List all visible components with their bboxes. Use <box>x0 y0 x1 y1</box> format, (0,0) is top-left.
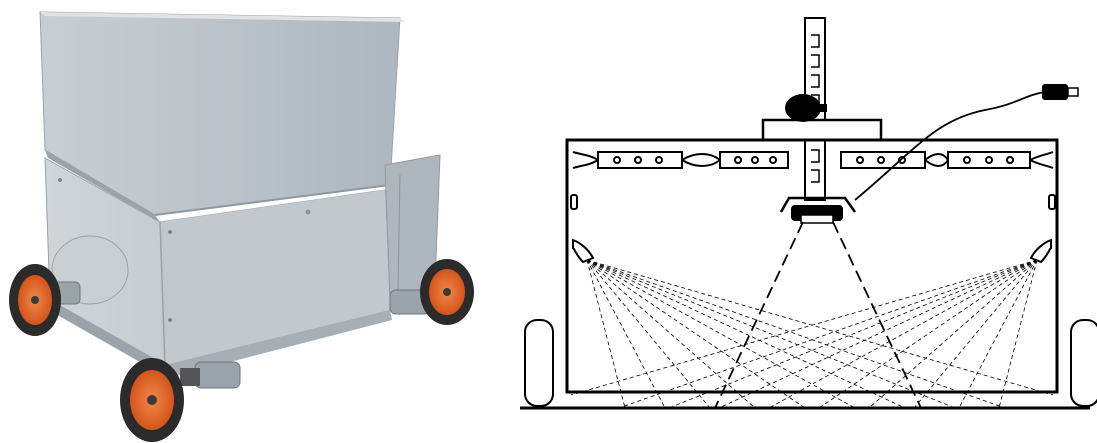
vertical-rack-lower <box>804 139 826 201</box>
top-plate <box>761 118 883 142</box>
light-rays <box>570 259 1054 409</box>
wheel-front-left <box>9 264 61 336</box>
wheel-rear-right <box>420 259 474 325</box>
robot-cart-schematic-svg <box>520 17 1097 410</box>
robot-cart-schematic <box>505 0 1097 443</box>
wheel-right-outline <box>1070 319 1097 407</box>
usb-cable <box>854 84 1079 201</box>
chamber-outline <box>565 138 1059 394</box>
wheel-left-outline <box>524 319 554 407</box>
robot-cart-photo <box>0 0 500 443</box>
robot-cart-photo-svg <box>9 11 474 442</box>
camera-field-of-view <box>714 221 922 409</box>
vertical-rack <box>804 17 826 121</box>
side-lamps <box>572 238 1052 264</box>
camera-icon <box>779 196 857 224</box>
light-bar-4 <box>947 151 1031 169</box>
side-clips <box>570 194 1056 210</box>
motor-front <box>180 361 241 389</box>
wheel-front-right <box>120 358 184 442</box>
motor-icon <box>785 94 827 122</box>
upper-box <box>39 11 405 222</box>
light-bars <box>572 151 1054 169</box>
light-bar-2 <box>719 151 789 169</box>
